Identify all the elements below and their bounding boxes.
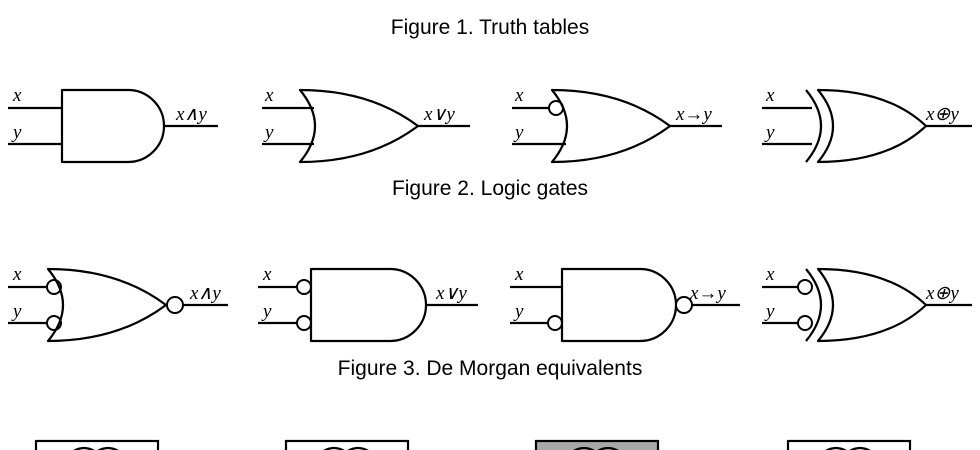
truth-table-row (34, 439, 912, 450)
inverter-bubble-x (797, 279, 813, 295)
truth-table-box (34, 439, 160, 450)
output-label: x∨y (423, 104, 455, 125)
input-label-y: y (263, 122, 274, 143)
inverter-bubble-y (547, 315, 563, 331)
input-label-y: y (513, 122, 524, 143)
truth-table-box-shaded (534, 439, 660, 450)
implication-gate-body (550, 88, 672, 164)
de-morgan-implication-gate: x y x→y (510, 264, 740, 343)
output-label: x∧y (189, 283, 221, 304)
truth-table-3 (534, 439, 660, 450)
output-label: x→y (689, 283, 726, 304)
figure-1-title: Figure 1. Truth tables (390, 16, 590, 39)
truth-table-4 (786, 439, 912, 450)
or-gate: x y x∨y (262, 85, 470, 164)
output-label: x⊕y (925, 283, 959, 304)
truth-table-diagram (573, 446, 619, 450)
and-gate: x y x∧y (8, 85, 218, 164)
truth-table-2 (284, 439, 410, 450)
input-label-x: x (765, 85, 775, 106)
figure-3-title: Figure 3. De Morgan equivalents (337, 357, 643, 380)
output-label: x∧y (175, 104, 207, 125)
input-label-x: x (12, 264, 22, 285)
nand-gate-body (309, 267, 428, 343)
input-label-y: y (764, 301, 775, 322)
de-morgan-xor-gate: x y x⊕y (762, 264, 972, 343)
input-label-y: y (513, 301, 524, 322)
truth-table-box (786, 439, 912, 450)
input-label-y: y (11, 301, 22, 322)
nor-gate-body (46, 267, 168, 343)
figure-2-title: Figure 2. Logic gates (391, 177, 589, 200)
output-label: x→y (675, 104, 712, 125)
truth-table-1 (34, 439, 160, 450)
truth-table-box (284, 439, 410, 450)
inverter-bubble-x (296, 279, 312, 295)
input-label-y: y (764, 122, 775, 143)
input-label-x: x (765, 264, 775, 285)
input-label-x: x (12, 85, 22, 106)
input-label-y: y (261, 301, 272, 322)
output-label: x∨y (435, 283, 467, 304)
output-inverter-bubble (166, 296, 184, 314)
truth-table-diagram (825, 446, 871, 450)
input-label-x: x (264, 85, 274, 106)
truth-table-diagram (323, 446, 369, 450)
xor-gate-body (816, 267, 928, 343)
output-label: x⊕y (925, 104, 959, 125)
de-morgan-or-gate: x y x∨y (258, 264, 478, 343)
nand-gate-body (560, 267, 678, 343)
inverter-bubble-y (296, 315, 312, 331)
xor-gate: x y x⊕y (762, 85, 972, 164)
inverter-bubble-y (797, 315, 813, 331)
xor-extra-arc (805, 268, 823, 342)
input-label-x: x (514, 264, 524, 285)
de-morgan-and-gate: x y x∧y (8, 264, 228, 343)
xor-gate-body (816, 88, 928, 164)
xor-extra-arc (805, 89, 823, 163)
or-gate-body (298, 88, 420, 164)
truth-table-diagram (73, 446, 119, 450)
input-label-x: x (514, 85, 524, 106)
input-label-y: y (11, 122, 22, 143)
and-gate-body (60, 88, 166, 164)
implication-gate: x y x→y (512, 85, 722, 164)
input-label-x: x (262, 264, 272, 285)
